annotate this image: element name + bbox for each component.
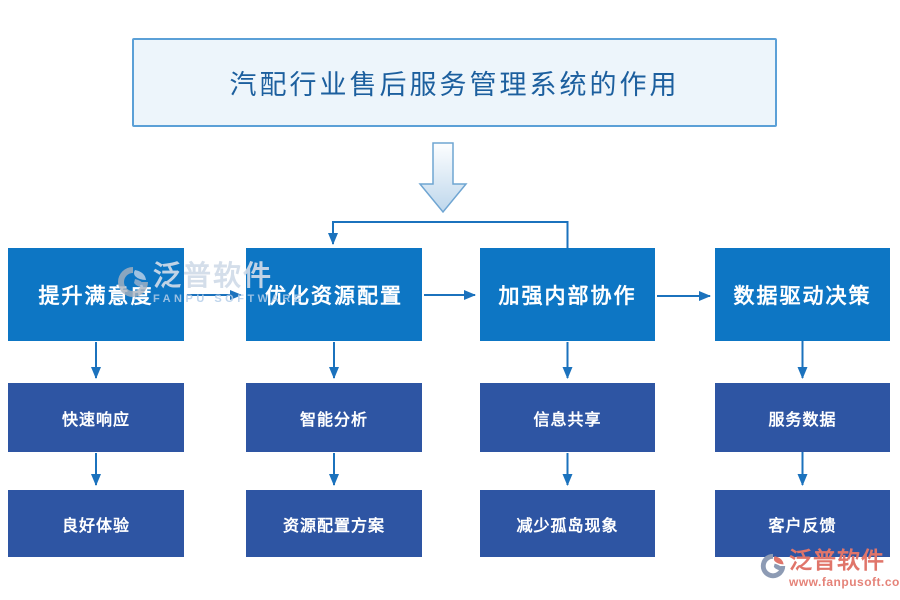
main-node-label: 加强内部协作 xyxy=(498,284,637,308)
main-node-data-driven-decisions: 数据驱动决策 xyxy=(715,248,890,341)
sub-node-quick-response: 快速响应 xyxy=(8,383,184,452)
main-node-label: 数据驱动决策 xyxy=(733,284,872,308)
main-node-satisfaction: 提升满意度 xyxy=(8,248,184,341)
sub-node-label: 良好体验 xyxy=(61,517,130,535)
sub-node-label: 资源配置方案 xyxy=(282,517,385,535)
diagram-title-box: 汽配行业售后服务管理系统的作用 xyxy=(132,38,777,127)
sub-node-label: 信息共享 xyxy=(533,411,602,429)
main-node-resource-optimization: 优化资源配置 xyxy=(246,248,422,341)
main-node-internal-collaboration: 加强内部协作 xyxy=(480,248,655,341)
connector-box3-to-box2 xyxy=(328,221,569,248)
main-node-label: 优化资源配置 xyxy=(265,284,403,308)
sub-node-customer-feedback: 客户反馈 xyxy=(715,490,890,557)
sub-node-label: 客户反馈 xyxy=(768,517,837,535)
sub-node-service-data: 服务数据 xyxy=(715,383,890,452)
sub-node-reduce-silos: 减少孤岛现象 xyxy=(480,490,655,557)
sub-node-resource-plan: 资源配置方案 xyxy=(246,490,422,557)
sub-node-label: 快速响应 xyxy=(61,411,130,429)
sub-node-info-sharing: 信息共享 xyxy=(480,383,655,452)
sub-node-label: 智能分析 xyxy=(299,411,368,429)
title-down-fat-arrow xyxy=(418,142,468,214)
sub-node-label: 减少孤岛现象 xyxy=(516,517,619,535)
diagram-title: 汽配行业售后服务管理系统的作用 xyxy=(229,70,680,100)
main-node-label: 提升满意度 xyxy=(38,284,154,308)
sub-node-label: 服务数据 xyxy=(768,411,837,429)
sub-node-intelligent-analysis: 智能分析 xyxy=(246,383,422,452)
sub-node-good-experience: 良好体验 xyxy=(8,490,184,557)
